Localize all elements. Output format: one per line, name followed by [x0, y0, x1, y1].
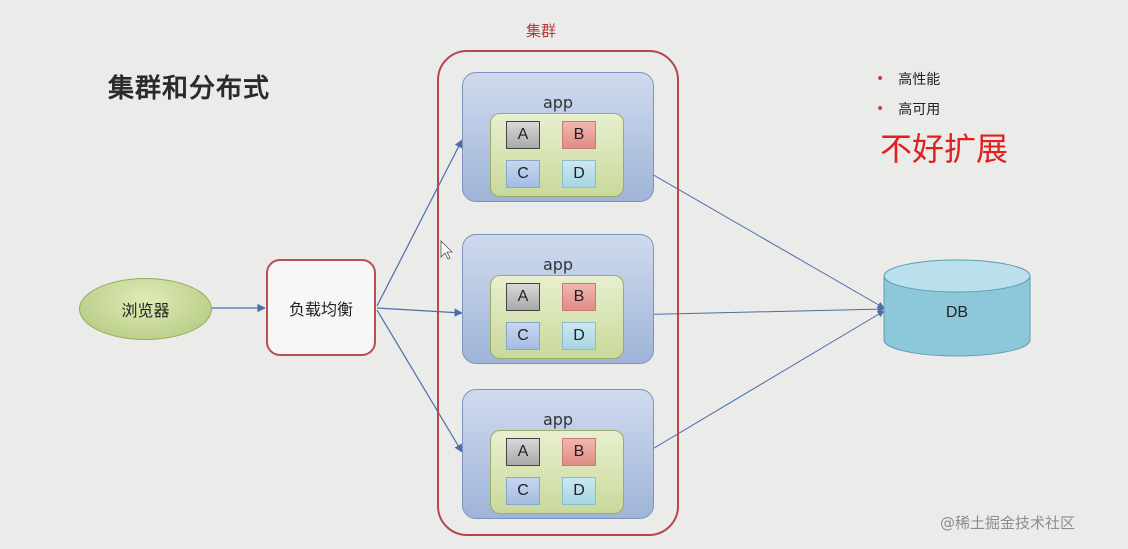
module-c: C: [506, 477, 540, 505]
module-group: A B C D: [490, 430, 624, 514]
arrow-app-2-to-db: [623, 305, 885, 316]
module-group: A B C D: [490, 113, 624, 197]
arrow-app-3-to-db: [623, 310, 885, 467]
mouse-cursor-icon: [440, 240, 453, 260]
feature-list: • 高性能 • 高可用: [876, 64, 940, 124]
module-b: B: [562, 438, 596, 466]
app-node-1: app A B C D: [462, 72, 654, 202]
feature-label: 高可用: [898, 102, 941, 118]
module-group: A B C D: [490, 275, 624, 359]
app-title: app: [542, 255, 574, 274]
browser-node: 浏览器: [79, 278, 212, 340]
module-a: A: [506, 283, 540, 311]
arrow-lb-to-app-3: [376, 309, 463, 453]
list-item: • 高可用: [876, 94, 940, 124]
load-balancer-label: 负载均衡: [288, 299, 353, 319]
module-a: A: [506, 121, 540, 149]
bullet-icon: •: [876, 71, 885, 87]
app-node-3: app A B C D: [462, 389, 654, 519]
browser-label: 浏览器: [121, 301, 170, 320]
app-node-2: app A B C D: [462, 234, 654, 364]
bullet-icon: •: [876, 101, 885, 117]
module-d: D: [562, 160, 596, 188]
module-b: B: [562, 283, 596, 311]
drawback-text: 不好扩展: [880, 130, 1009, 168]
list-item: • 高性能: [876, 64, 940, 94]
app-title: app: [542, 93, 574, 112]
page-title: 集群和分布式: [108, 74, 271, 104]
module-b: B: [562, 121, 596, 149]
feature-label: 高性能: [898, 72, 941, 88]
watermark: @稀土掘金技术社区: [940, 514, 1076, 532]
cluster-label: 集群: [526, 22, 557, 40]
app-title: app: [542, 410, 574, 429]
arrow-lb-to-app-1: [376, 139, 463, 307]
module-a: A: [506, 438, 540, 466]
module-d: D: [562, 322, 596, 350]
module-d: D: [562, 477, 596, 505]
arrow-lb-to-app-2: [376, 307, 463, 317]
module-c: C: [506, 160, 540, 188]
database-label: DB: [945, 304, 969, 321]
database-cylinder: [883, 259, 1031, 357]
load-balancer-node: 负载均衡: [266, 259, 376, 356]
module-c: C: [506, 322, 540, 350]
cluster-box: [437, 50, 679, 536]
arrow-app-1-to-db: [623, 157, 885, 309]
